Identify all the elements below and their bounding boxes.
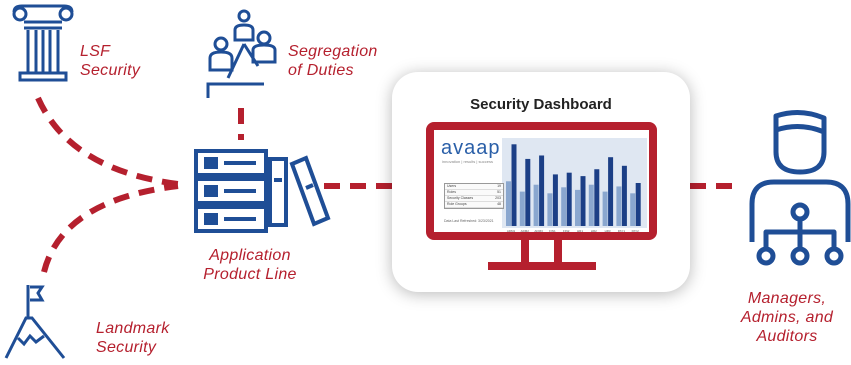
avaap-tagline: innovation | results | success [442, 159, 493, 164]
mountain-flag-icon [4, 285, 66, 359]
mini-chart-bar-light [533, 184, 539, 226]
summary-table-cell: 51 [497, 190, 501, 194]
summary-table-cell: Users [447, 184, 457, 188]
mini-chart-bar-dark [608, 157, 614, 226]
mini-chart-bar-light [575, 189, 580, 226]
summary-table-row: Role Groups 48 [445, 202, 503, 208]
label-line: Product Line [203, 266, 297, 283]
monitor-base [488, 262, 596, 270]
mini-chart-bar-light [630, 193, 636, 226]
summary-table-cell: Role Groups [447, 202, 467, 206]
connector-lsf-to-apl [35, 96, 179, 187]
column-icon [12, 4, 74, 82]
summary-table-cell: Security Classes [447, 196, 474, 200]
label-landmark-security: Landmark Security [96, 319, 170, 357]
label-managers-admins-auditors: Managers, Admins, and Auditors [726, 289, 848, 346]
mini-chart-bar-dark [539, 155, 545, 226]
summary-table-cell: Roles [447, 190, 456, 194]
mini-chart-xlabel: ADM2 [521, 229, 530, 233]
connector-landmark-to-apl [41, 183, 179, 273]
monitor-neck-right [554, 240, 562, 262]
mini-chart-bar-dark [580, 176, 586, 226]
mini-chart-bar-light [602, 191, 608, 226]
mini-chart-xlabel: PAY2 [632, 229, 640, 233]
mini-chart-bar-dark [635, 183, 641, 226]
label-application-product-line: Application Product Line [180, 246, 320, 284]
mini-chart-bar-light [547, 193, 553, 226]
mini-chart-xlabel: ADM1 [507, 229, 516, 233]
mini-chart-bar-dark [552, 174, 558, 226]
mini-chart-xlabel: HR1 [577, 229, 583, 233]
mini-chart-xlabel: HR2 [591, 229, 597, 233]
label-line: Segregation [288, 43, 378, 60]
mini-chart-bar-dark [525, 158, 531, 226]
mini-chart-bar-light [519, 191, 525, 226]
user-hierarchy-icon [749, 110, 851, 266]
mini-bar-chart: ADM1 ADM2 ADM3 FIN1 FIN2 HR1 HR2 HR3 PAY1 PAY2 [502, 138, 647, 233]
mini-chart-bar-dark [511, 144, 517, 226]
monitor-neck [521, 240, 529, 262]
summary-table-cell: 203 [495, 196, 501, 200]
refresh-note: Data Last Refreshed: 3/23/2021 [444, 219, 494, 223]
mini-chart-bar-light [588, 184, 594, 226]
mini-chart-xlabel: FIN2 [563, 229, 570, 233]
people-split-icon [206, 9, 277, 98]
label-line: Admins, and [740, 309, 834, 326]
connector-lines [35, 96, 738, 273]
label-line: Security [96, 339, 157, 356]
mini-chart-xlabel: PAY1 [618, 229, 626, 233]
label-segregation-of-duties: Segregation of Duties [288, 42, 378, 80]
dashboard-title: Security Dashboard [470, 96, 612, 113]
summary-table-row: Users 19 [445, 184, 503, 190]
summary-table-row: Security Classes 203 [445, 196, 503, 202]
mini-chart-bar-dark [594, 169, 600, 226]
summary-table-cell: 48 [497, 202, 501, 206]
summary-table-row: Roles 51 [445, 190, 503, 196]
label-line: Security [80, 62, 141, 79]
label-lsf-security: LSF Security [80, 42, 140, 80]
mini-chart-xlabel: ADM3 [534, 229, 543, 233]
mini-chart-bar-dark [621, 165, 627, 226]
mini-chart-bar-dark [566, 172, 572, 226]
label-line: of Duties [288, 62, 354, 79]
label-line: Managers, [747, 290, 827, 307]
server-binders-icon [194, 149, 331, 233]
avaap-logo: avaap [441, 137, 501, 159]
label-line: LSF [80, 43, 111, 60]
mini-chart-xlabel: HR3 [605, 229, 611, 233]
mini-chart-bar-light [616, 186, 622, 226]
label-line: Landmark [96, 320, 170, 337]
summary-table-cell: 19 [497, 184, 501, 188]
mini-chart-xlabel: FIN1 [549, 229, 556, 233]
mini-chart-bar-light [561, 187, 567, 226]
mini-chart-bar-light [506, 181, 511, 226]
label-line: Application [209, 247, 291, 264]
label-line: Auditors [756, 328, 818, 345]
